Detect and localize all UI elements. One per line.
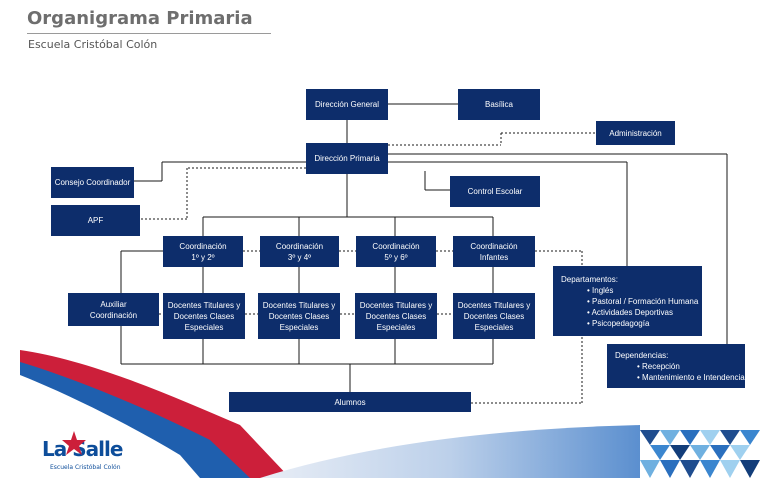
departamentos-item: • Psicopedagogía [587,318,650,328]
dependencias-item: • Recepción [637,361,680,371]
node-label-line2: Coordinación [89,310,138,320]
node-label: Consejo Coordinador [54,178,131,187]
dependencias-title: Dependencias: [615,350,669,360]
node-coordinacion-3-4: Coordinación 3º y 4º [260,236,339,267]
node-label-line1: Coordinación [470,241,518,251]
la-salle-logo: La Salle [42,437,123,461]
node-apf: APF [51,205,140,236]
node-label-line1: Docentes Titulares y [457,300,531,310]
node-basilica: Basílica [458,89,540,120]
dependencias-item: • Mantenimiento e Intendencia [637,372,745,382]
node-label-line1: Auxiliar [100,299,127,309]
departamentos-item: • Inglés [587,285,614,295]
departamentos-title: Departamentos: [561,274,618,284]
logo-name: La Salle [42,437,123,461]
node-label-line2: Docentes Clases [463,311,525,321]
node-label-line3: Especiales [184,322,224,332]
node-control-escolar: Control Escolar [450,176,540,207]
node-label-line2: Docentes Clases [268,311,330,321]
node-label: Basílica [484,100,513,109]
node-label-line2: Docentes Clases [173,311,235,321]
node-label-line2: 1º y 2º [191,252,215,262]
page-title: Organigrama Primaria [27,8,253,29]
logo-school: Escuela Cristóbal Colón [50,464,121,471]
node-docentes-3: Docentes Titulares y Docentes Clases Esp… [355,293,437,339]
node-label-line2: 5º y 6º [384,252,408,262]
node-consejo-coordinador: Consejo Coordinador [51,167,134,198]
node-label: Administración [609,128,662,138]
node-docentes-2: Docentes Titulares y Docentes Clases Esp… [258,293,340,339]
node-auxiliar-coordinacion: Auxiliar Coordinación [68,293,159,326]
departamentos-item: • Actividades Deportivas [587,307,673,317]
departamentos-item: • Pastoral / Formación Humana [587,296,699,306]
node-administracion: Administración [596,121,675,145]
node-coordinacion-1-2: Coordinación 1º y 2º [163,236,243,267]
node-dependencias: Dependencias: • Recepción • Mantenimient… [607,344,745,388]
node-docentes-4: Docentes Titulares y Docentes Clases Esp… [453,293,535,339]
node-label: APF [87,216,104,225]
node-label-line1: Docentes Titulares y [262,300,336,310]
node-label-line3: Especiales [279,322,319,332]
node-label-line3: Especiales [376,322,416,332]
node-label-line2: 3º y 4º [287,252,312,262]
node-label-line1: Docentes Titulares y [359,300,433,310]
node-label: Control Escolar [467,187,523,196]
node-label-line3: Especiales [474,322,514,332]
node-direccion-primaria: Dirección Primaria [306,143,388,174]
node-label-line2: Infantes [479,252,509,262]
node-label-line1: Docentes Titulares y [167,300,241,310]
node-departamentos: Departamentos: • Inglés • Pastoral / For… [553,266,702,336]
node-label-line2: Docentes Clases [365,311,427,321]
node-label-line1: Coordinación [372,241,420,251]
node-coordinacion-5-6: Coordinación 5º y 6º [356,236,436,267]
page-subtitle: Escuela Cristóbal Colón [28,38,158,51]
node-docentes-1: Docentes Titulares y Docentes Clases Esp… [163,293,245,339]
node-alumnos: Alumnos [229,392,471,412]
node-coordinacion-infantes: Coordinación Infantes [453,236,535,267]
node-label: Dirección Primaria [314,154,380,163]
node-direccion-general: Dirección General [306,89,388,120]
node-label: Dirección General [314,100,380,109]
node-label-line1: Coordinación [275,241,324,251]
node-label: Alumnos [334,397,366,407]
title-divider [27,33,271,34]
node-label-line1: Coordinación [179,241,227,251]
